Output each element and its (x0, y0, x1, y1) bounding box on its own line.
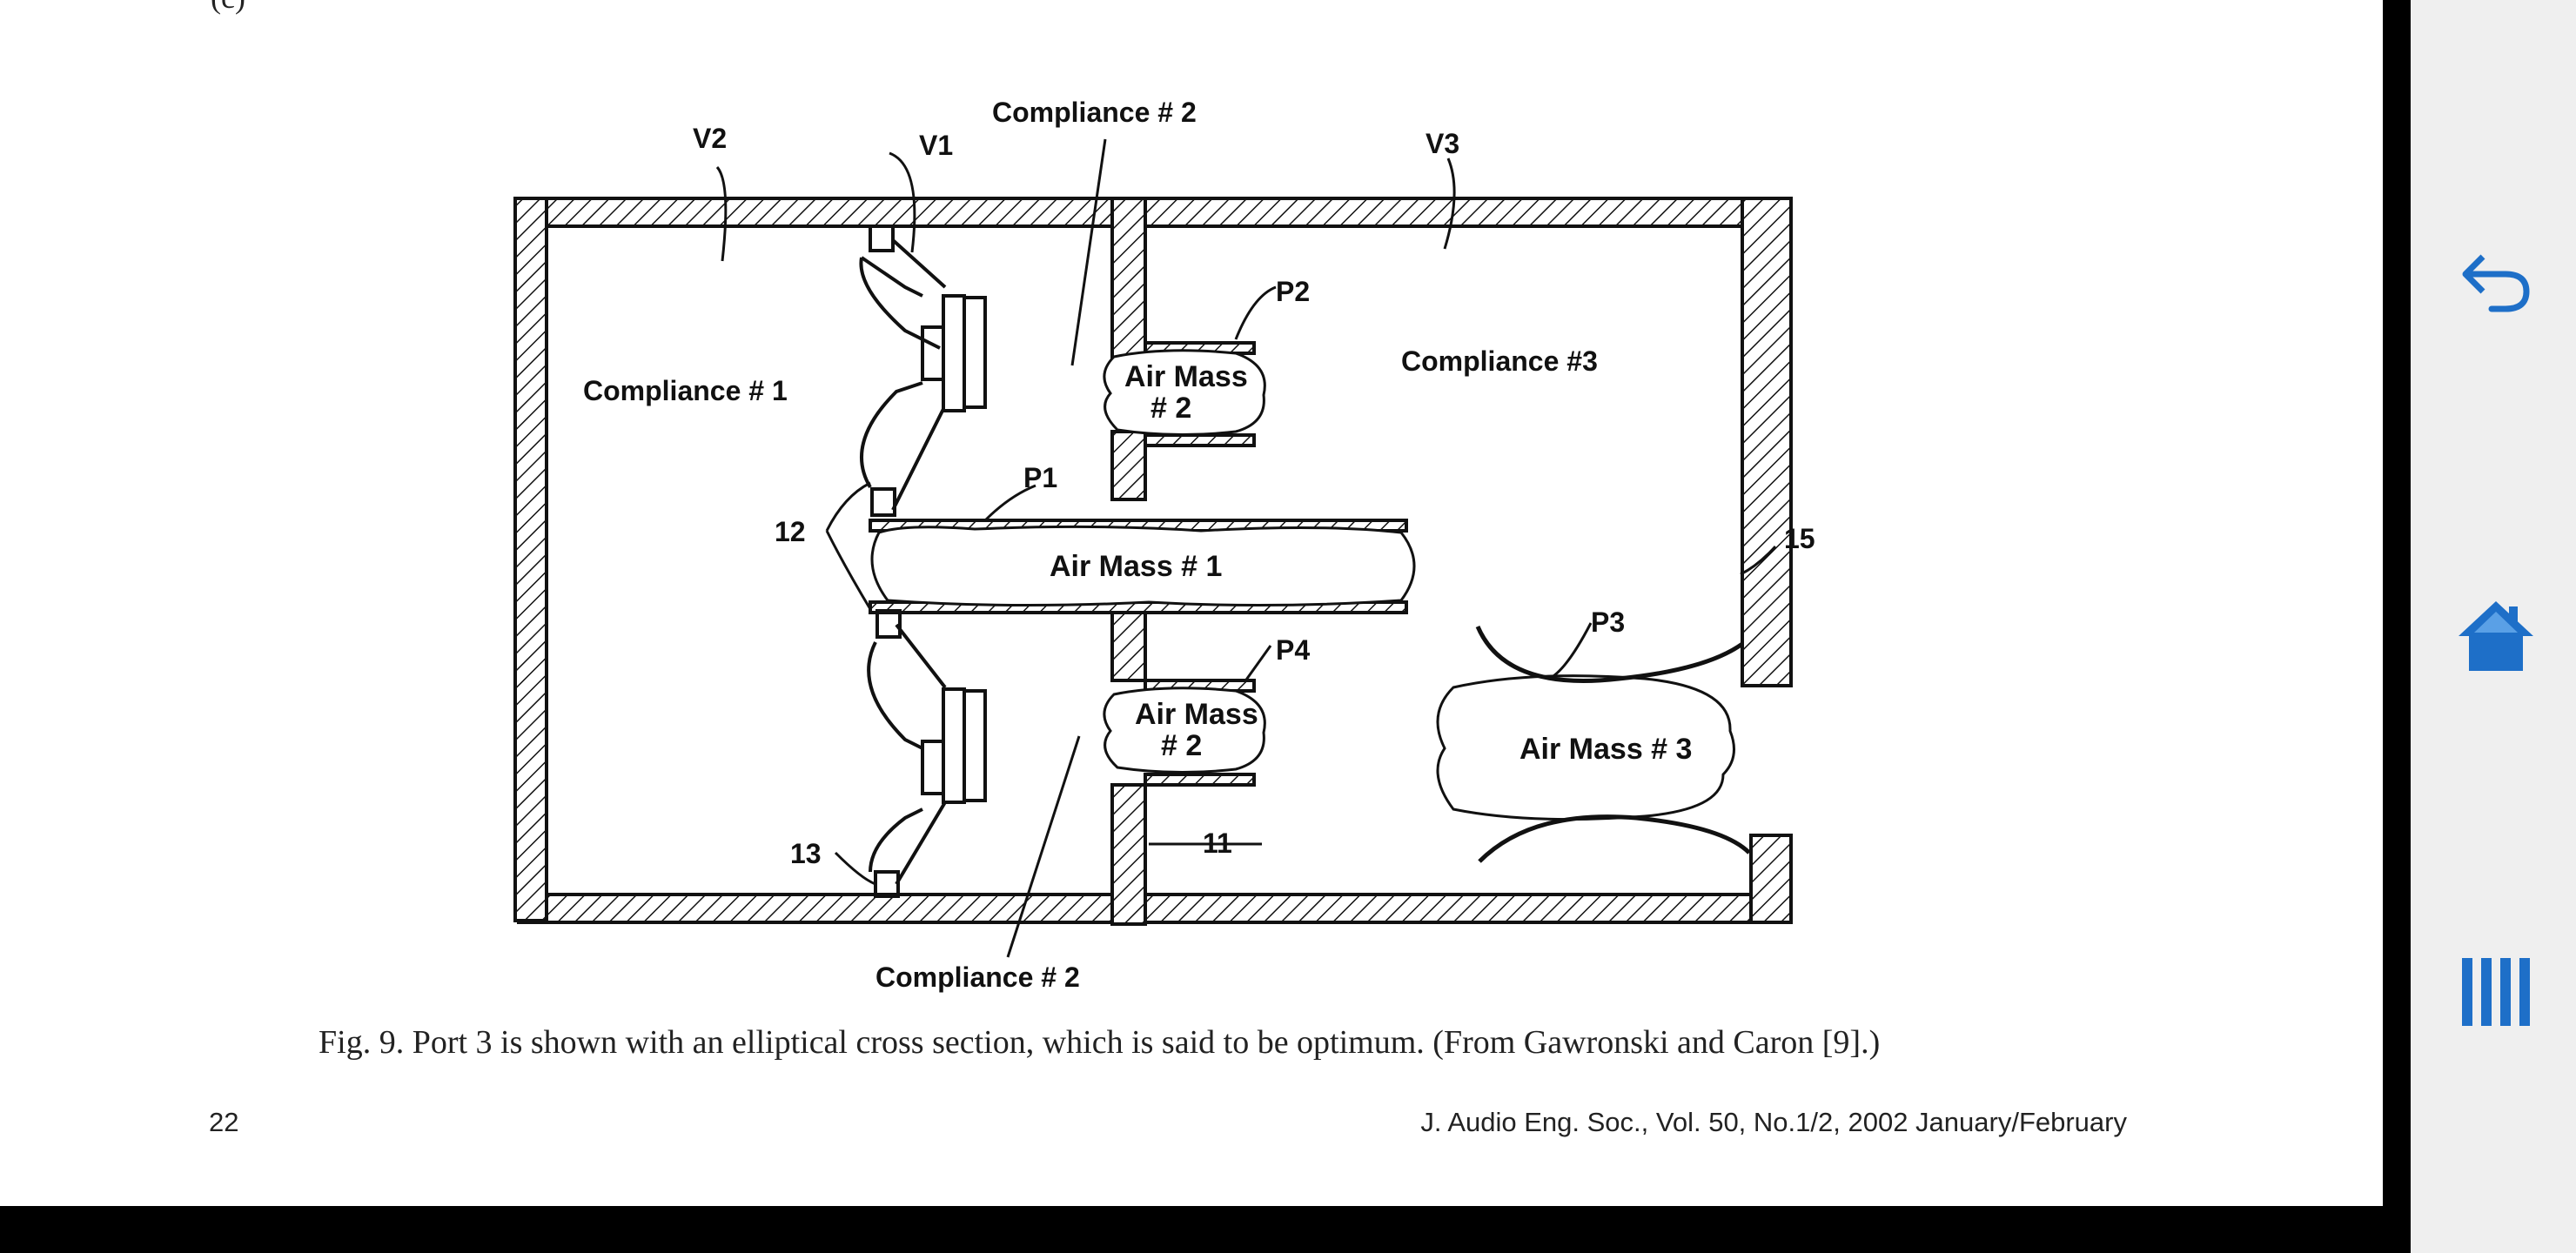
top-fragment-text: (c) (211, 0, 245, 16)
loudspeaker-enclosure-figure: Compliance # 2 Compliance # 2 Compliance… (513, 97, 1815, 993)
label-12: 12 (775, 516, 806, 547)
home-button[interactable] (2452, 592, 2539, 679)
air-mass-shapes (870, 349, 1735, 821)
label-air-mass-2-top-l1: Air Mass (1124, 360, 1248, 393)
label-air-mass-2-bottom-l1: Air Mass (1135, 698, 1258, 731)
label-v3: V3 (1426, 128, 1459, 159)
back-button[interactable] (2452, 237, 2539, 324)
port3-arcs (1475, 626, 1751, 863)
driver-units (859, 224, 987, 898)
leader-lines (715, 138, 1777, 958)
label-v1: V1 (919, 130, 953, 161)
home-icon (2459, 601, 2533, 671)
label-p3: P3 (1591, 606, 1625, 638)
label-15: 15 (1784, 523, 1815, 554)
label-p2: P2 (1276, 276, 1310, 307)
journal-citation: J. Audio Eng. Soc., Vol. 50, No.1/2, 200… (1420, 1107, 2127, 1137)
label-13: 13 (790, 838, 822, 869)
label-compliance-2-top: Compliance # 2 (992, 97, 1197, 128)
label-compliance-1: Compliance # 1 (583, 375, 788, 406)
label-air-mass-3: Air Mass # 3 (1519, 733, 1692, 766)
label-p1: P1 (1023, 462, 1057, 493)
label-compliance-3: Compliance #3 (1401, 345, 1598, 377)
figure-caption: Fig. 9. Port 3 is shown with an elliptic… (319, 1024, 1881, 1061)
label-11: 11 (1203, 828, 1232, 859)
label-air-mass-1: Air Mass # 1 (1050, 550, 1222, 583)
menu-button[interactable] (2452, 948, 2539, 1035)
label-compliance-2-bottom: Compliance # 2 (875, 962, 1080, 993)
label-p4: P4 (1276, 634, 1310, 666)
label-air-mass-2-top-l2: # 2 (1150, 392, 1191, 425)
document-page: (c) (0, 0, 2383, 1206)
bars-menu-icon (2462, 958, 2530, 1026)
page-number: 22 (209, 1107, 239, 1137)
label-v2: V2 (693, 123, 727, 154)
back-arrow-icon (2462, 254, 2530, 312)
label-air-mass-2-bottom-l2: # 2 (1161, 729, 1202, 762)
navigation-sidebar (2411, 0, 2576, 1253)
